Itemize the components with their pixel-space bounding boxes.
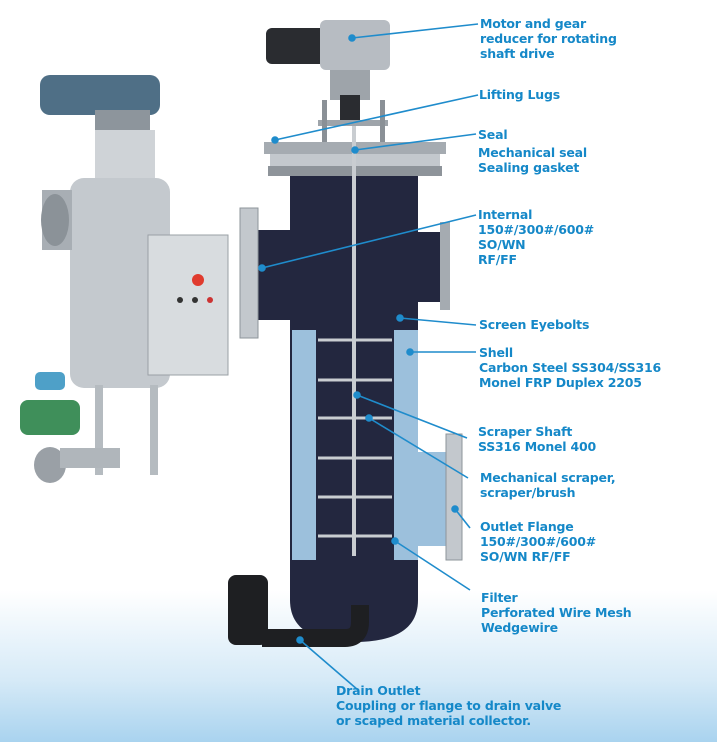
label-line: 150#/300#/600# xyxy=(480,534,597,549)
motor xyxy=(266,28,326,64)
label-line: shaft drive xyxy=(480,46,555,61)
label-line: Carbon Steel SS304/SS316 xyxy=(479,360,661,375)
label-line: Lifting Lugs xyxy=(479,87,560,102)
label-line: Perforated Wire Mesh xyxy=(481,605,632,620)
label-line: Monel FRP Duplex 2205 xyxy=(479,375,642,390)
label-seal: Seal Mechanical seal Sealing gasket xyxy=(478,127,587,175)
label-shell: Shell Carbon Steel SS304/SS316 Monel FRP… xyxy=(479,345,661,390)
label-internal: Internal 150#/300#/600# SO/WN RF/FF xyxy=(478,207,594,267)
label-line: 150#/300#/600# xyxy=(478,222,595,237)
vessel-cutaway xyxy=(228,20,463,647)
label-filter: Filter Perforated Wire Mesh Wedgewire xyxy=(481,590,632,635)
label-line: Coupling or flange to drain valve xyxy=(336,698,562,713)
label-line: Drain Outlet xyxy=(336,683,421,698)
label-line: Motor and gear xyxy=(480,16,586,31)
label-line: SO/WN RF/FF xyxy=(480,549,571,564)
label-line: Internal xyxy=(478,207,533,222)
label-line: Screen Eyebolts xyxy=(479,317,590,332)
label-line: SS316 Monel 400 xyxy=(478,439,597,454)
label-line: RF/FF xyxy=(478,252,517,267)
label-motor: Motor and gear reducer for rotating shaf… xyxy=(480,16,617,61)
label-drain-outlet: Drain Outlet Coupling or flange to drain… xyxy=(336,683,561,728)
label-line: Mechanical scraper, xyxy=(480,470,616,485)
label-mechanical-scraper: Mechanical scraper, scraper/brush xyxy=(480,470,616,500)
label-line: Mechanical seal xyxy=(478,145,587,160)
label-line: Seal xyxy=(478,127,508,142)
label-line: or scaped material collector. xyxy=(336,713,531,728)
label-line: Sealing gasket xyxy=(478,160,580,175)
label-line: SO/WN xyxy=(478,237,526,252)
label-lifting-lugs: Lifting Lugs xyxy=(479,87,560,102)
label-line: reducer for rotating xyxy=(480,31,617,46)
label-line: Filter xyxy=(481,590,518,605)
label-line: scraper/brush xyxy=(480,485,576,500)
label-line: Wedgewire xyxy=(481,620,558,635)
label-screen-eyebolts: Screen Eyebolts xyxy=(479,317,589,332)
drain-valve xyxy=(228,575,268,645)
label-line: Outlet Flange xyxy=(480,519,574,534)
label-scraper-shaft: Scraper Shaft SS316 Monel 400 xyxy=(478,424,596,454)
label-line: Scraper Shaft xyxy=(478,424,573,439)
gear-reducer xyxy=(320,20,390,70)
filter-photo xyxy=(20,75,229,483)
leader-lines xyxy=(258,23,479,691)
label-outlet-flange: Outlet Flange 150#/300#/600# SO/WN RF/FF xyxy=(480,519,596,564)
label-line: Shell xyxy=(479,345,513,360)
